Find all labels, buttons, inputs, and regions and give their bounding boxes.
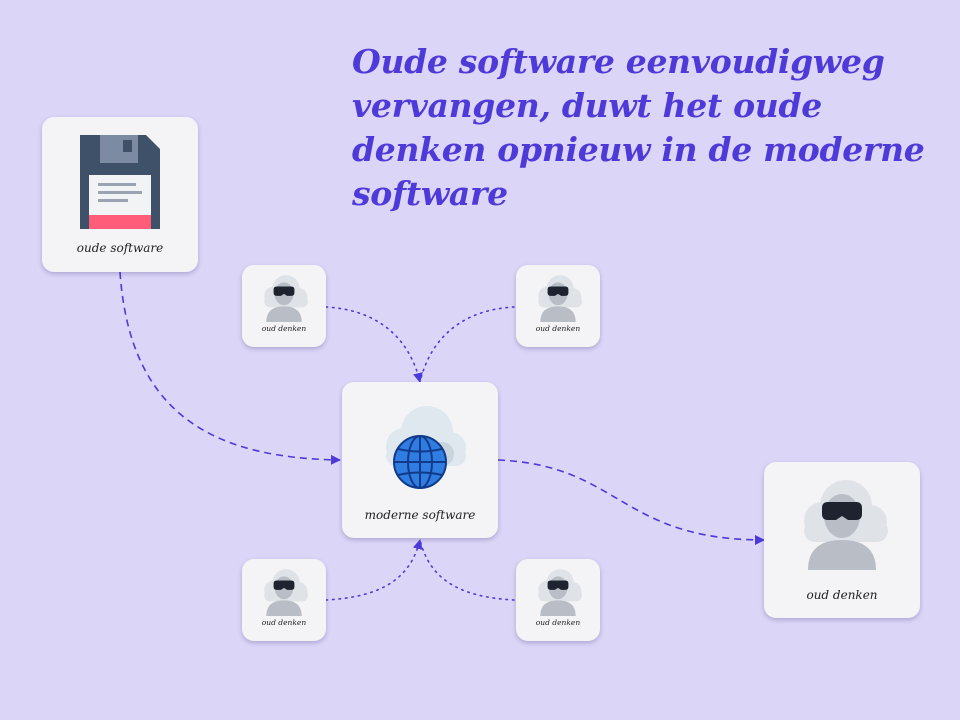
person-cloud-icon [264, 275, 308, 322]
node-modern-software-label: moderne software [364, 508, 476, 522]
person-cloud-icon [538, 275, 582, 322]
node-old-thinking-top-right-label: oud denken [535, 324, 581, 333]
node-old-thinking-bottom-right-label: oud denken [535, 618, 581, 627]
node-old-thinking-top-left-label: oud denken [261, 324, 307, 333]
node-old-thinking-bottom-left[interactable]: oud denken [242, 559, 326, 641]
edge-old-software-to-modern-software [119, 271, 341, 465]
headline: Oude software eenvoudigweg vervangen, du… [352, 42, 925, 213]
floppy-disk-icon [80, 135, 160, 229]
edge-old-thinking-bottom-right [419, 539, 515, 601]
node-old-thinking-bottom-right[interactable]: oud denken [516, 559, 600, 641]
edge-old-thinking-top-right [419, 306, 515, 383]
edge-modern-software-to-old-thinking [497, 459, 765, 545]
node-old-software-label: oude software [76, 241, 164, 255]
node-modern-software[interactable]: moderne software [342, 382, 498, 538]
node-old-thinking-main-label: oud denken [806, 588, 878, 602]
person-cloud-icon [804, 480, 888, 570]
cloud-globe-icon [386, 406, 466, 489]
edge-old-thinking-bottom-left [325, 539, 423, 601]
node-old-software[interactable]: oude software [42, 117, 198, 272]
node-old-thinking-top-left[interactable]: oud denken [242, 265, 326, 347]
node-old-thinking-top-right[interactable]: oud denken [516, 265, 600, 347]
person-cloud-icon [538, 569, 582, 616]
person-cloud-icon [264, 569, 308, 616]
node-old-thinking-bottom-left-label: oud denken [261, 618, 307, 627]
edge-old-thinking-top-left [325, 306, 423, 383]
node-old-thinking-main[interactable]: oud denken [764, 462, 920, 618]
